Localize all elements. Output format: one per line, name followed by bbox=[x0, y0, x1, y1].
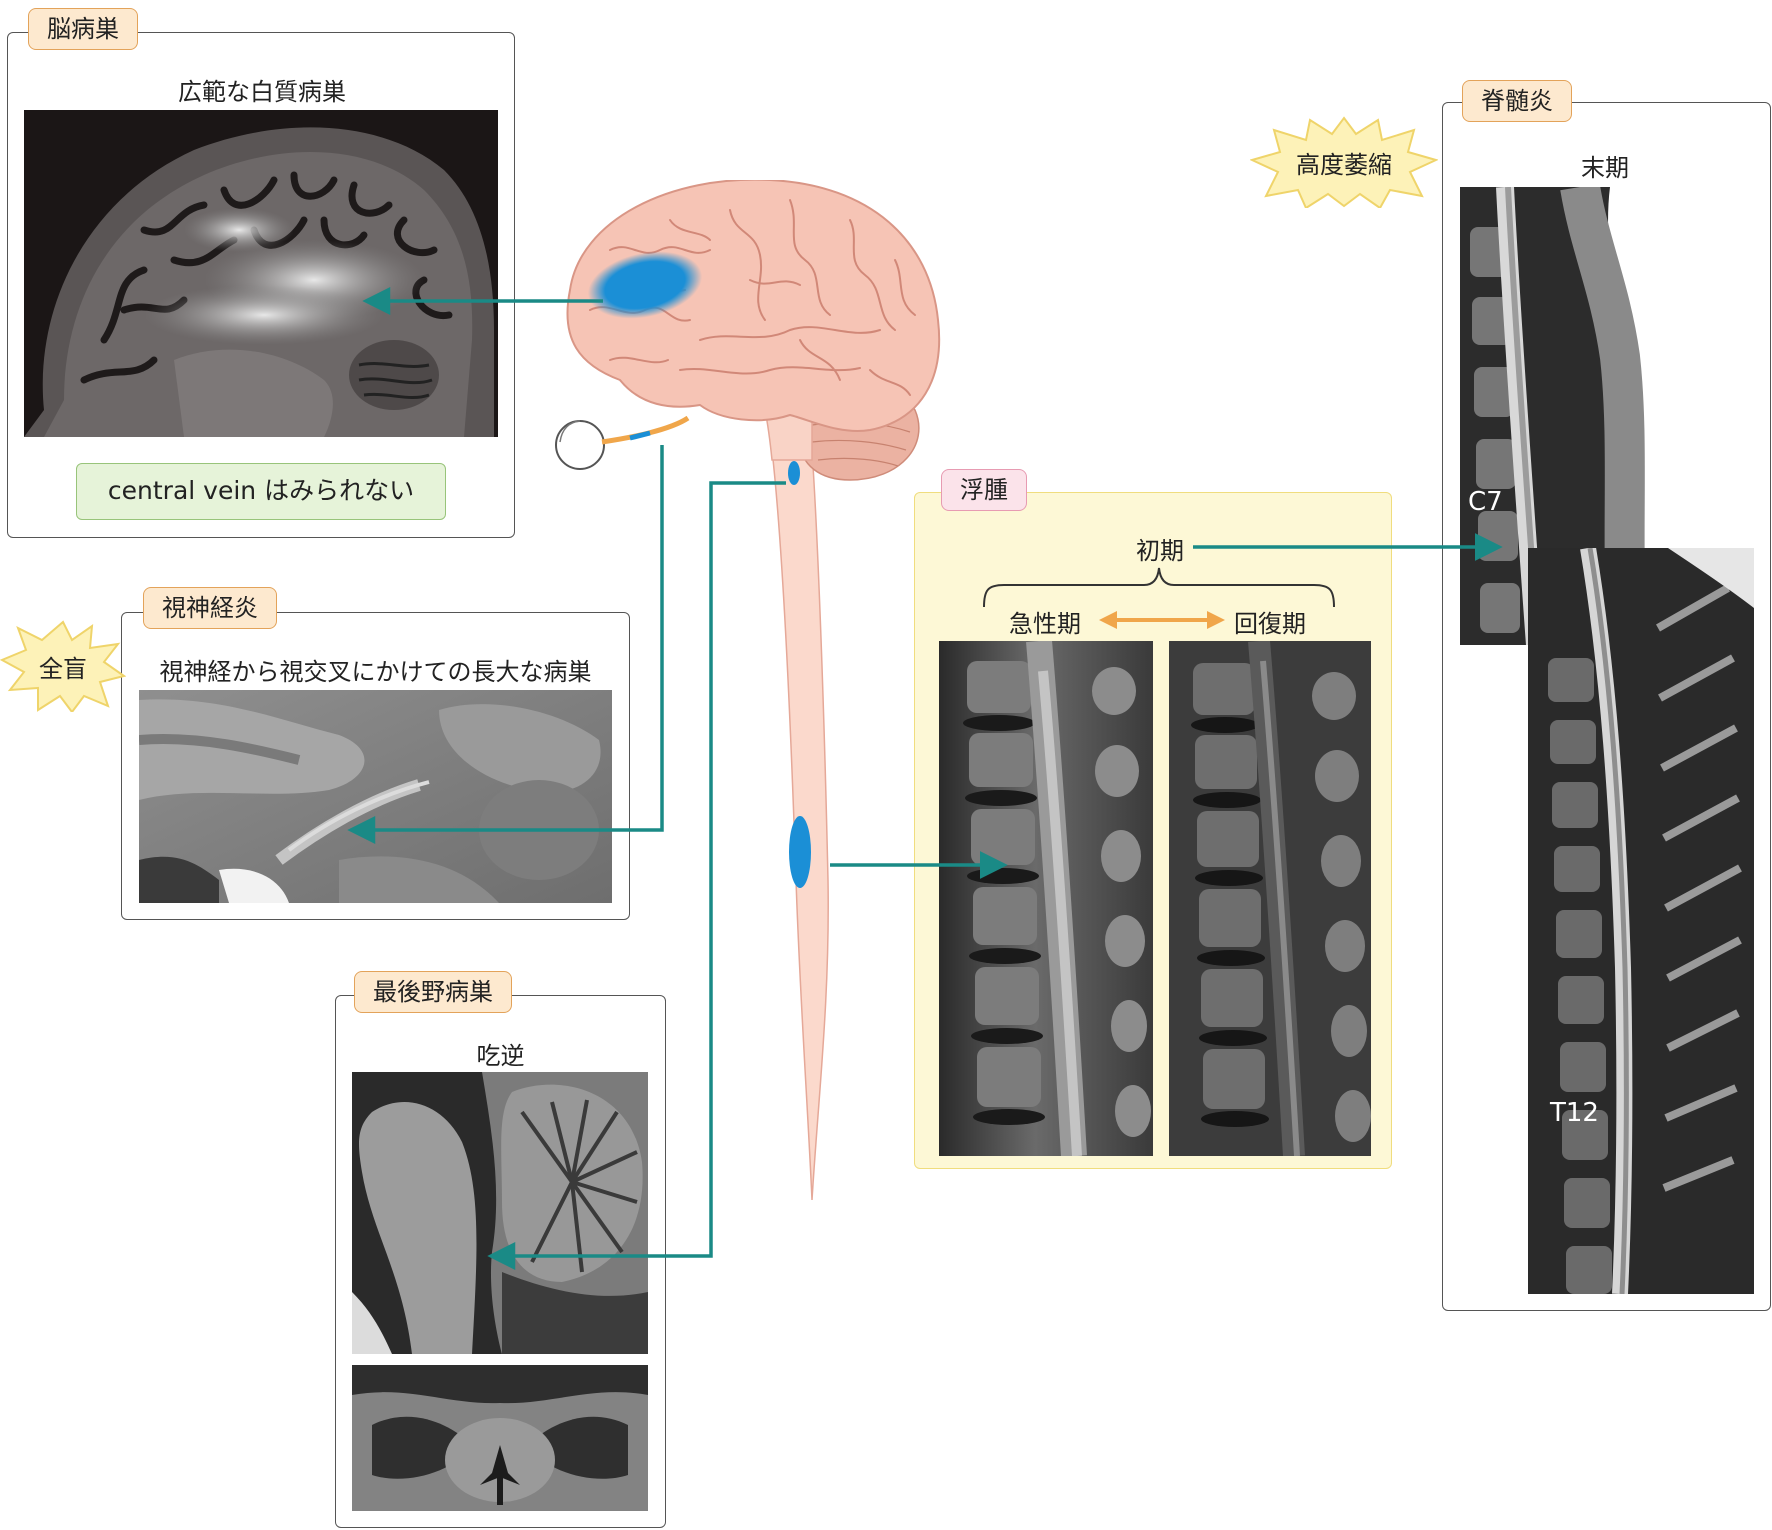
acute-recovery-double-arrow bbox=[1099, 611, 1225, 629]
brain-lesion-caption: 広範な白質病巣 bbox=[178, 78, 346, 106]
spinal-lesion-spot bbox=[789, 816, 811, 888]
blindness-burst: 全盲 bbox=[0, 620, 126, 712]
cerebrum bbox=[566, 180, 941, 432]
area-postrema-mri-axial bbox=[352, 1365, 648, 1511]
myelitis-caption: 末期 bbox=[1581, 154, 1629, 182]
optic-mri-image bbox=[139, 690, 612, 903]
area-postrema-tag: 最後野病巣 bbox=[354, 971, 512, 1013]
brain-mri-image bbox=[24, 110, 498, 437]
edema-initial-label: 初期 bbox=[1136, 537, 1184, 565]
brain-lesion-tag: 脳病巣 bbox=[28, 8, 138, 50]
c7-label: C7 bbox=[1468, 487, 1503, 517]
recovery-spine-mri bbox=[1169, 641, 1371, 1156]
blindness-label: 全盲 bbox=[39, 654, 87, 683]
severe-atrophy-burst: 高度萎縮 bbox=[1250, 116, 1438, 208]
myelitis-tag: 脊髄炎 bbox=[1462, 80, 1572, 122]
brain-spinal-cord-illustration bbox=[555, 180, 941, 1200]
area-postrema-lesion-spot bbox=[788, 461, 800, 485]
central-vein-note: central vein はみられない bbox=[76, 463, 446, 520]
t12-label: T12 bbox=[1550, 1098, 1599, 1128]
optic-neuritis-tag: 視神経炎 bbox=[143, 587, 277, 629]
severe-atrophy-label: 高度萎縮 bbox=[1296, 150, 1392, 179]
edema-acute-label: 急性期 bbox=[1009, 610, 1081, 638]
thoracic-spine-mri: T12 bbox=[1528, 548, 1754, 1294]
optic-nerve bbox=[601, 415, 690, 445]
edema-tag: 浮腫 bbox=[941, 469, 1027, 511]
eye-icon bbox=[555, 420, 605, 470]
acute-spine-mri bbox=[939, 641, 1153, 1156]
edema-brace bbox=[983, 567, 1335, 608]
brain-lesion-spot bbox=[587, 251, 703, 319]
edema-recovery-label: 回復期 bbox=[1234, 610, 1306, 638]
